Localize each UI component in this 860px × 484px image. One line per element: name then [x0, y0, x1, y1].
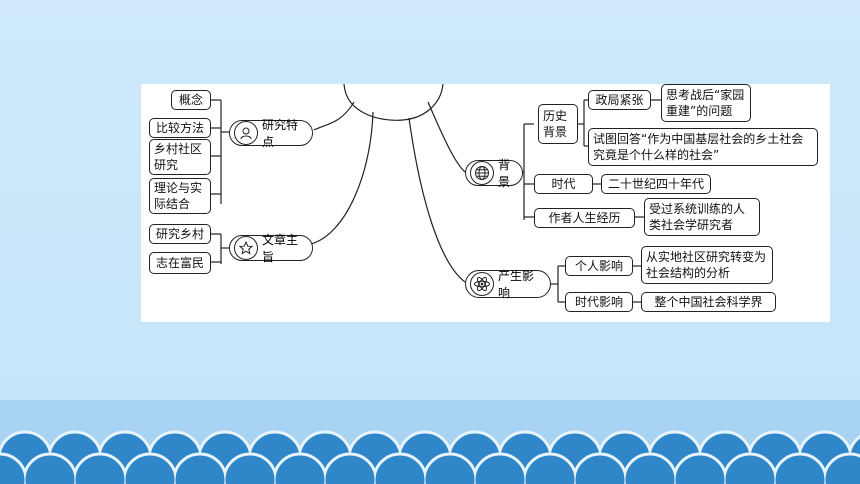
node-political-tension: 政局紧张: [588, 90, 651, 110]
wave-decoration: [0, 428, 860, 484]
node-concept: 概念: [171, 90, 211, 110]
node-author-experience: 作者人生经历: [534, 208, 635, 228]
node-background: 背景: [465, 158, 523, 189]
node-history-background: 历史背景: [538, 104, 578, 144]
node-author-value: 受过系统训练的人类社会学研究者: [644, 198, 760, 236]
node-research-rural: 研究乡村: [149, 224, 211, 244]
node-era-influence-value: 整个中国社会科学界: [641, 292, 776, 312]
node-personal-influence-value: 从实地社区研究转变为社会结构的分析: [641, 246, 773, 284]
atom-icon: [470, 272, 494, 296]
mindmap-panel: 概念 比较方法 乡村社区研究 理论与实际结合 研究特点 研究乡村 志在富民 文章…: [141, 84, 830, 322]
node-article-theme: 文章主旨: [229, 233, 313, 264]
node-theory-practice: 理论与实际结合: [149, 178, 211, 214]
node-political-detail: 思考战后“家园重建”的问题: [661, 84, 751, 122]
star-icon: [234, 236, 258, 260]
node-influence: 产生影响: [465, 269, 551, 300]
globe-icon: [470, 161, 494, 185]
connector-lines: [211, 84, 661, 303]
node-rural-community-research: 乡村社区研究: [149, 139, 211, 175]
node-research-features: 研究特点: [229, 118, 313, 149]
node-research-question: 试图回答“作为中国基层社会的乡土社会究竟是个什么样的社会”: [588, 128, 818, 166]
node-comparative-method: 比较方法: [149, 118, 211, 138]
node-enrich-people: 志在富民: [149, 252, 211, 274]
node-personal-influence: 个人影响: [565, 256, 633, 276]
node-era: 时代: [534, 174, 593, 194]
node-era-value: 二十世纪四十年代: [601, 174, 711, 194]
node-era-influence: 时代影响: [565, 292, 633, 312]
person-icon: [234, 121, 258, 145]
